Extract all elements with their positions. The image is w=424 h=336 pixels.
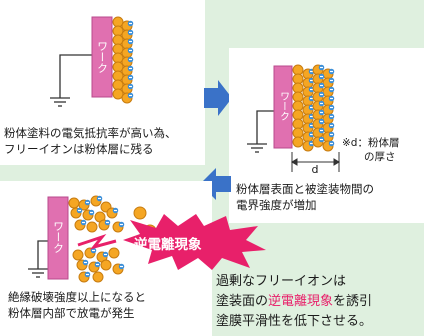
- panel-initial-state: ワーク 粉体塗料の電気抵抗率が高い為、 フリーイオンは粉体層に残る: [0, 0, 205, 165]
- burst-badge: [123, 214, 266, 270]
- panel3-caption: 絶縁破壊強度以上になると 粉体層内部で放電が発生: [8, 290, 146, 320]
- powder-particle: [112, 88, 124, 100]
- powder-particle: [86, 221, 98, 233]
- back-ionization-label: 逆電離現象: [134, 237, 202, 253]
- powder-particle: [108, 247, 120, 259]
- discharge-spark: [77, 233, 117, 250]
- work-label: ワーク: [96, 41, 109, 74]
- ground-symbol: [50, 54, 97, 107]
- work-plate: [273, 65, 293, 149]
- work-plate: [91, 16, 113, 98]
- powder-particle: [68, 197, 80, 209]
- ground-symbol: [28, 240, 48, 278]
- panel2-illustration: ワーク d: [247, 64, 340, 176]
- panel1-caption: 粉体塗料の電気抵抗率が高い為、 フリーイオンは粉体層に残る: [4, 126, 177, 156]
- powder-particle: [72, 249, 84, 261]
- dimension-d-label: d: [312, 163, 319, 176]
- powder-particle: [100, 259, 112, 271]
- work-label: ワーク: [278, 91, 289, 121]
- conclusion-text: 過剰なフリーイオンは 塗装面の逆電離現象を誘引 塗膜平滑性を低下させる。: [216, 274, 373, 329]
- powder-layer: [112, 16, 134, 104]
- arrow-left-icon: [200, 168, 231, 200]
- thickness-note: ※d：粉体層 の厚さ: [342, 137, 400, 163]
- ground-symbol: [247, 110, 274, 153]
- arrow-right-icon: [204, 80, 232, 116]
- powder-particle: [292, 136, 304, 148]
- powder-particle: [92, 271, 104, 283]
- thickness-dimension: [291, 152, 340, 172]
- work-plate: [47, 196, 69, 280]
- powder-layer: [292, 64, 335, 152]
- panel2-caption: 粉体層表面と被塗装物間の 電界強度が増加: [236, 182, 374, 212]
- panel1-illustration: ワーク: [50, 16, 134, 107]
- panel-field-increase: ワーク d ※d：粉体層 の厚さ 粉体層表面と被塗装物間の 電界強度が増加: [229, 48, 424, 223]
- work-label: ワーク: [52, 221, 65, 254]
- powder-particle: [133, 206, 147, 220]
